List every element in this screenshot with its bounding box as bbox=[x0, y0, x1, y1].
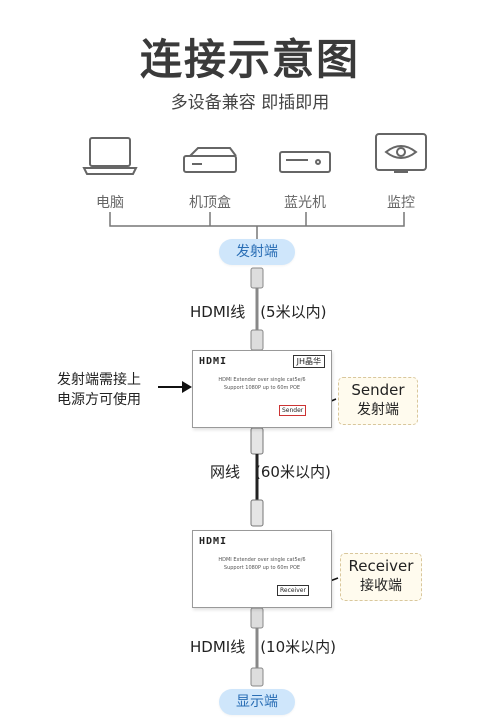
sender-device: HDMI JH晶华 HDMI Extender over single cat5… bbox=[192, 350, 332, 428]
power-note: 发射端需接上 电源方可使用 bbox=[57, 370, 141, 410]
sender-callout-cn: 发射端 bbox=[357, 402, 399, 418]
hdmi-cable-bottom bbox=[250, 607, 264, 687]
hdmi-cable-top bbox=[250, 267, 264, 351]
hdmi-cable-label-top: HDMI线 (5米以内) bbox=[190, 303, 327, 321]
device-label-laptop: 电脑 bbox=[96, 195, 124, 211]
power-arrow bbox=[158, 381, 192, 393]
set-top-box-icon bbox=[183, 147, 237, 173]
sender-hdmi-logo: HDMI bbox=[199, 356, 228, 367]
receiver-callout-cn: 接收端 bbox=[360, 578, 402, 594]
receiver-device: HDMI HDMI Extender over single cat5e/6 S… bbox=[192, 530, 332, 608]
device-label-monitor: 监控 bbox=[387, 195, 415, 211]
network-cable-label: 网线 (60米以内) bbox=[210, 463, 331, 481]
sender-tag: Sender bbox=[279, 405, 307, 416]
display-pill: 显示端 bbox=[219, 689, 295, 715]
sender-spec-line1: HDMI Extender over single cat5e/6 bbox=[218, 377, 306, 383]
bluray-player-icon bbox=[279, 151, 331, 173]
sender-callout-en: Sender bbox=[351, 381, 405, 399]
power-note-line2: 电源方可使用 bbox=[57, 392, 141, 408]
page-subtitle: 多设备兼容 即插即用 bbox=[170, 93, 330, 113]
receiver-spec-line1: HDMI Extender over single cat5e/6 bbox=[218, 557, 306, 563]
device-label-bluray: 蓝光机 bbox=[284, 195, 326, 211]
receiver-callout-en: Receiver bbox=[348, 557, 414, 575]
sender-callout: Sender 发射端 bbox=[338, 377, 418, 425]
receiver-spec-line2: Support 1080P up to 60m POE bbox=[223, 565, 301, 571]
page-title: 连接示意图 bbox=[139, 35, 360, 84]
power-note-line1: 发射端需接上 bbox=[57, 372, 141, 388]
receiver-hdmi-logo: HDMI bbox=[199, 536, 228, 547]
transmitter-pill: 发射端 bbox=[219, 239, 295, 265]
sender-brand: JH晶华 bbox=[292, 355, 325, 368]
laptop-icon bbox=[82, 137, 138, 175]
receiver-tag: Receiver bbox=[277, 585, 309, 596]
hdmi-cable-label-bottom: HDMI线 (10米以内) bbox=[190, 638, 336, 656]
monitor-camera-icon bbox=[375, 133, 427, 173]
sender-spec-line2: Support 1080P up to 60m POE bbox=[223, 385, 301, 391]
network-cable bbox=[250, 427, 264, 527]
device-label-stb: 机顶盒 bbox=[189, 195, 231, 211]
receiver-callout: Receiver 接收端 bbox=[340, 553, 422, 601]
